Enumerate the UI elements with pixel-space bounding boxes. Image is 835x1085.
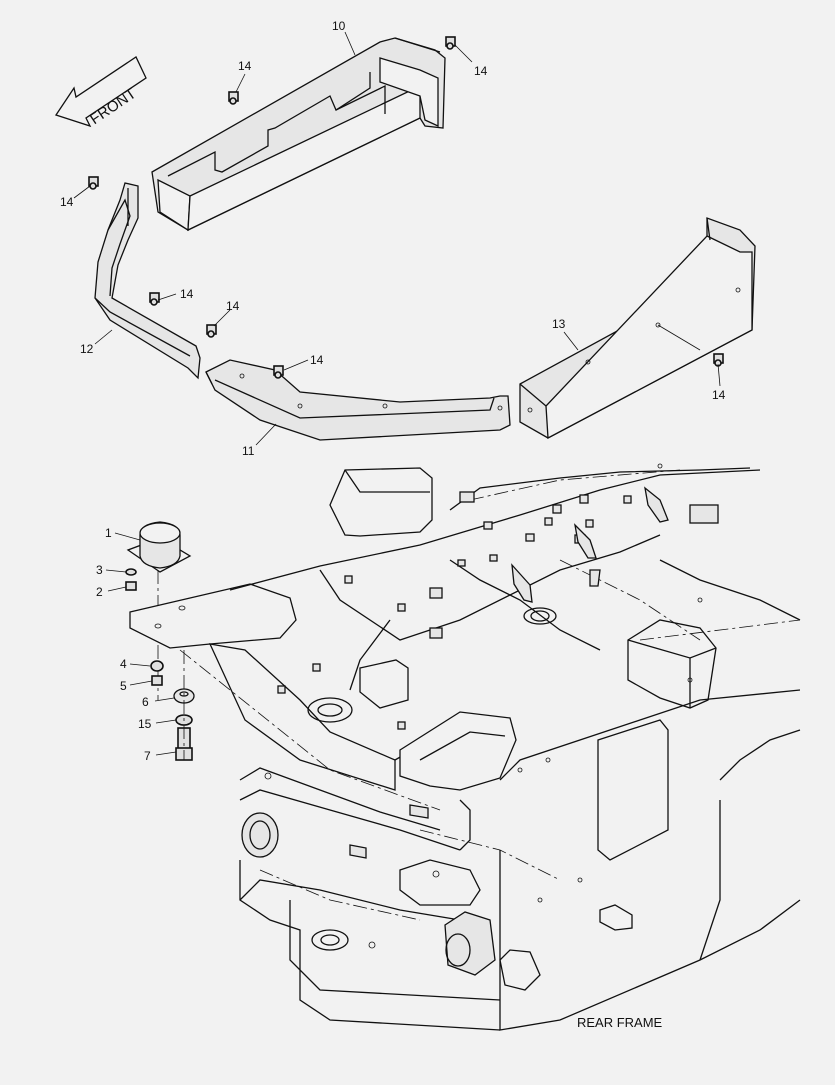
leader-lines bbox=[73, 31, 721, 756]
callout-14: 14 bbox=[238, 59, 252, 73]
callout-7: 7 bbox=[144, 749, 151, 763]
bolt-icon bbox=[445, 36, 456, 50]
bolt-icon bbox=[206, 324, 217, 338]
callout-12: 12 bbox=[80, 342, 94, 356]
callout-3: 3 bbox=[96, 563, 103, 577]
bolt-icon bbox=[228, 91, 239, 105]
part-12-left-front-cover bbox=[94, 182, 201, 380]
part-11-lower-front-cover bbox=[205, 359, 511, 441]
bolt-14-group bbox=[88, 36, 724, 379]
part-13-right-side-cover bbox=[519, 217, 756, 440]
callout-14: 14 bbox=[310, 353, 324, 367]
callout-6: 6 bbox=[142, 695, 149, 709]
bolt-icon bbox=[88, 176, 99, 190]
callout-14: 14 bbox=[226, 299, 240, 313]
callout-14: 14 bbox=[712, 388, 726, 402]
front-direction-arrow: FRONT bbox=[54, 56, 147, 128]
callout-1: 1 bbox=[105, 526, 112, 540]
bolt-icon bbox=[273, 365, 284, 379]
rear-frame bbox=[129, 463, 801, 1031]
callout-4: 4 bbox=[120, 657, 127, 671]
bolt-icon bbox=[713, 353, 724, 367]
bolt-icon bbox=[149, 292, 160, 306]
callout-5: 5 bbox=[120, 679, 127, 693]
callout-14: 14 bbox=[474, 64, 488, 78]
callout-15: 15 bbox=[138, 717, 152, 731]
callout-11: 11 bbox=[242, 444, 255, 458]
part-10-upper-cover bbox=[151, 37, 446, 232]
callout-10: 10 bbox=[332, 19, 346, 33]
callout-2: 2 bbox=[96, 585, 103, 599]
mount-assembly bbox=[125, 521, 195, 761]
callout-14: 14 bbox=[60, 195, 74, 209]
callout-14: 14 bbox=[180, 287, 194, 301]
callout-13: 13 bbox=[552, 317, 566, 331]
frame-detail-blocks bbox=[264, 463, 719, 949]
rear-frame-label: REAR FRAME bbox=[577, 1015, 663, 1030]
callout-labels: 10 14 14 14 14 14 14 14 12 11 13 1 3 2 4… bbox=[60, 19, 726, 763]
